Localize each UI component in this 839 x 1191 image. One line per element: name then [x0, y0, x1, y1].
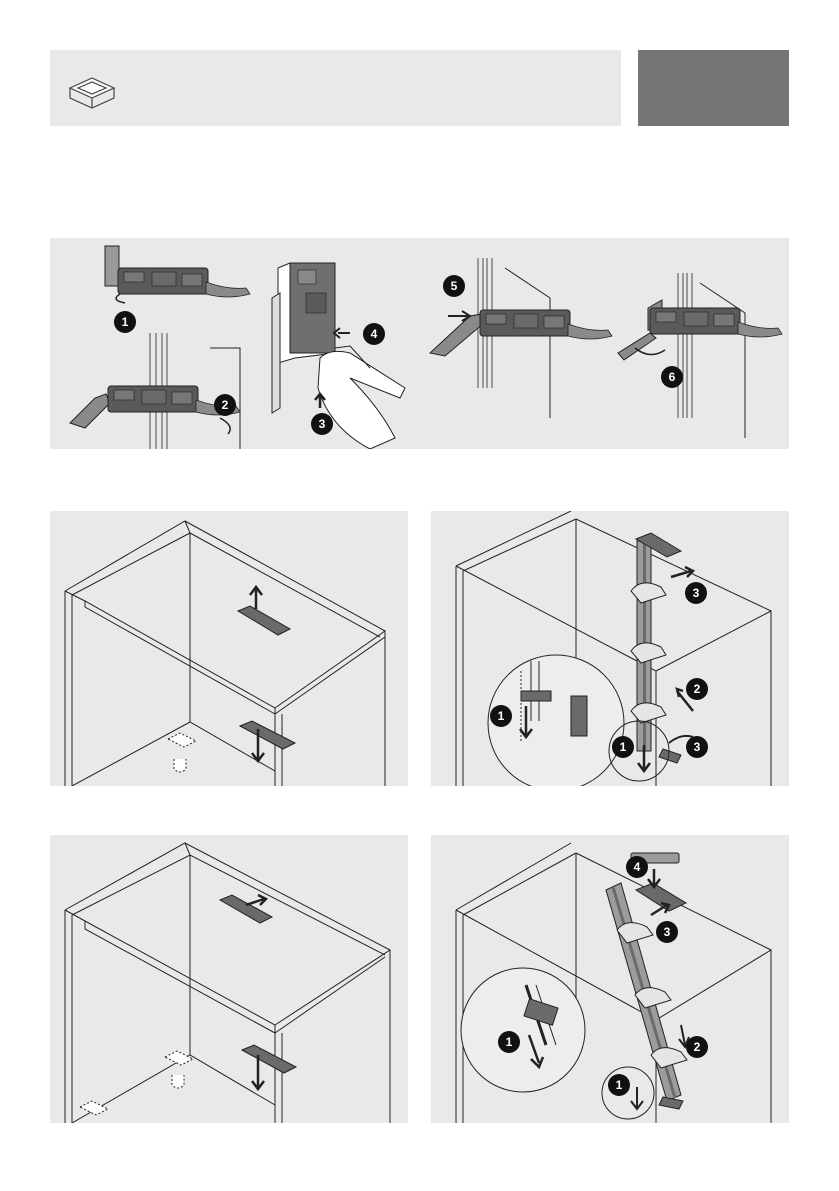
step-2-illustration [70, 333, 240, 449]
header-bar [50, 50, 621, 126]
mounting-steps-strip: 1 2 3 4 5 6 [50, 238, 789, 449]
figure-badge-1a: 1 [506, 1035, 513, 1049]
step-badge-4: 4 [371, 327, 378, 341]
step-badge-2: 2 [222, 398, 229, 412]
top-bracket [238, 587, 290, 635]
frame-install-figure-low: 1 1 2 3 4 [431, 835, 789, 1123]
bottom-bracket [242, 1045, 296, 1089]
figure-badge-4: 4 [634, 860, 641, 874]
figure-badge-1b: 1 [616, 1078, 623, 1092]
figure-badge-3a: 3 [693, 586, 700, 600]
step-3-4-illustration [272, 263, 405, 449]
step-badge-3: 3 [319, 417, 326, 431]
step-badge-1: 1 [122, 315, 129, 329]
step-badge-6: 6 [669, 370, 676, 384]
detail-magnifier [461, 968, 585, 1092]
figure-badge-1a: 1 [498, 709, 505, 723]
figure-badge-2: 2 [694, 1040, 701, 1054]
step-badge-5: 5 [451, 279, 458, 293]
cabinet-bracket-figure-low [50, 835, 408, 1123]
section-tab [638, 50, 789, 126]
top-bracket [220, 895, 272, 923]
bottom-bracket [240, 721, 295, 761]
figure-badge-3: 3 [664, 925, 671, 939]
step-6-illustration [618, 273, 782, 438]
drawer-box-icon [50, 50, 621, 126]
cabinet-bracket-figure-tall [50, 511, 408, 786]
step-1-illustration [105, 246, 250, 303]
figure-badge-2: 2 [694, 682, 701, 696]
figure-badge-1b: 1 [620, 740, 627, 754]
figure-badge-3b: 3 [694, 740, 701, 754]
frame-install-figure-tall: 1 1 2 3 3 [431, 511, 789, 786]
